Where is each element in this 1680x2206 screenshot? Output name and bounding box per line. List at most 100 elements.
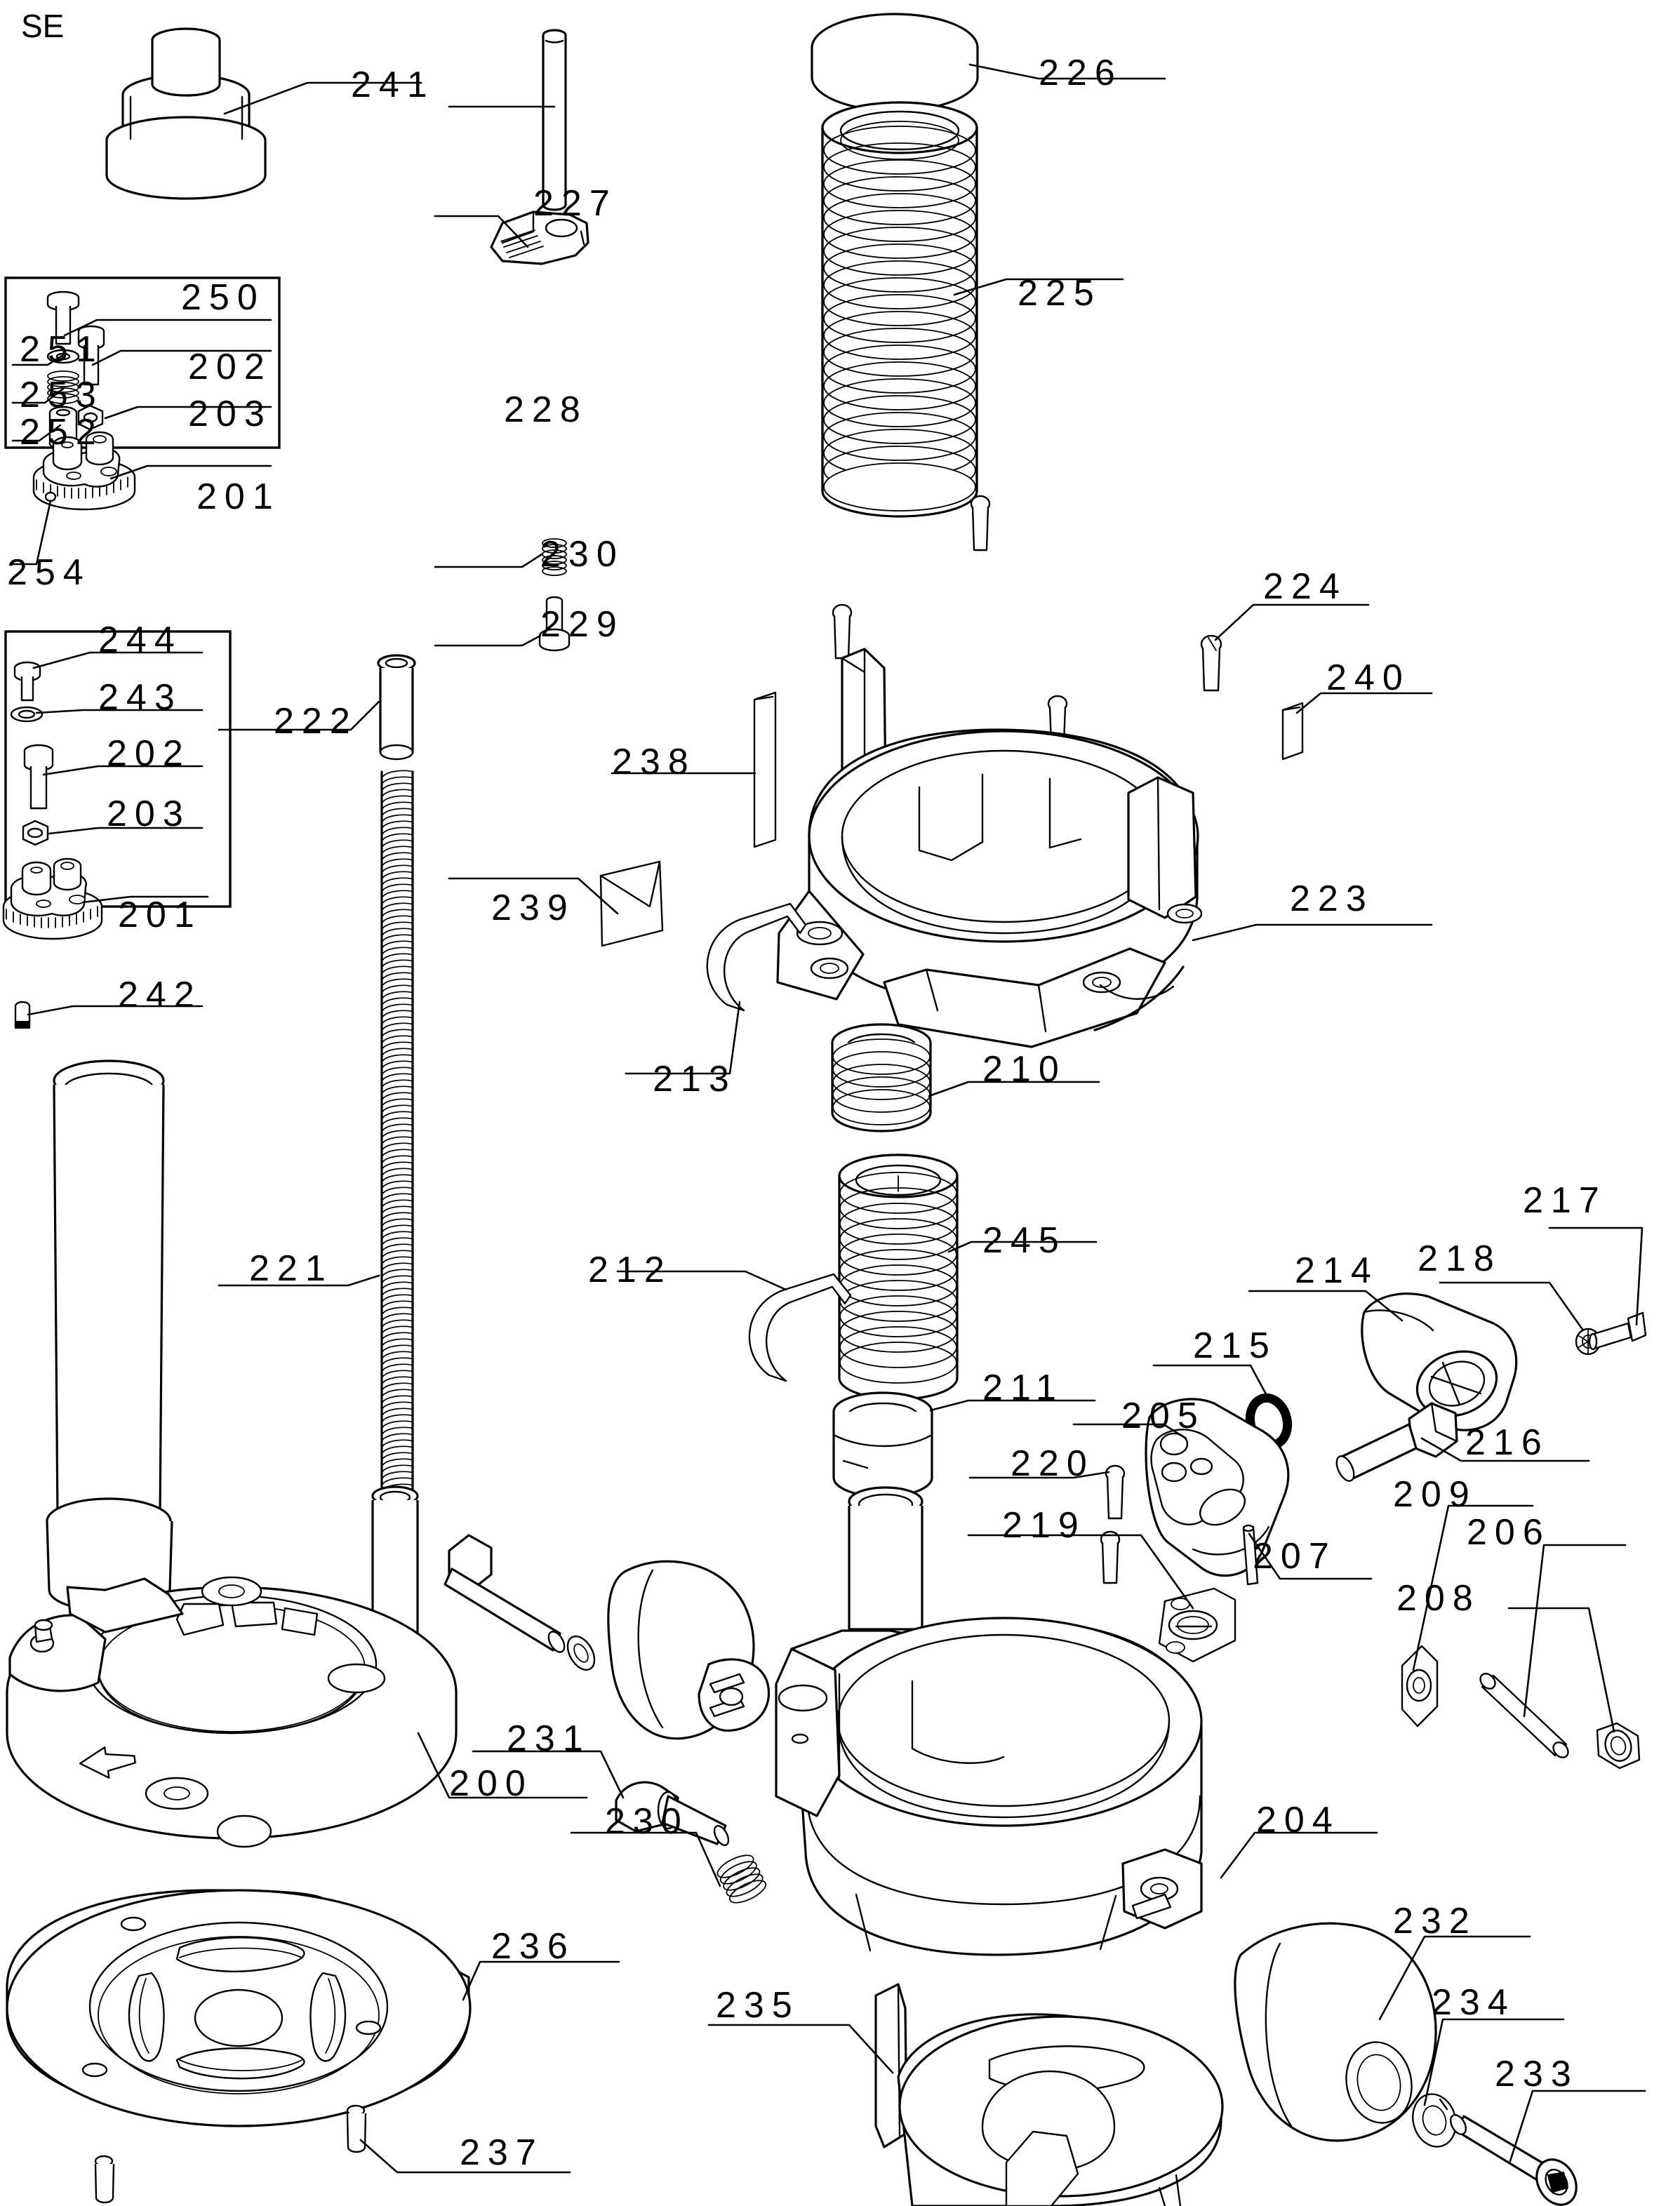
callout-201: 201 [118,895,202,935]
left-column-tube [53,1059,165,1517]
part-221-long-spring [380,770,414,1511]
part-223-motor-housing [776,648,1203,1048]
callout-203: 203 [107,794,191,834]
callout-207: 207 [1253,1536,1337,1577]
screw-a [970,495,991,552]
callout-220: 220 [1011,1443,1095,1484]
part-238-plate [753,691,777,848]
part-227-rod [542,29,567,211]
callout-253: 253 [20,375,104,415]
part-217-screw [1588,1311,1647,1351]
part-225-coil-spring [821,101,978,518]
callout-215: 215 [1193,1325,1277,1366]
screw-224 [1200,634,1222,692]
part-214-clamp-lever [1361,1292,1518,1431]
callout-244: 244 [98,620,182,660]
callout-240: 240 [1326,657,1411,698]
part-201-upper [32,431,136,511]
callout-212: 212 [588,1250,672,1290]
callout-224: 224 [1263,566,1347,607]
part-240-plate [1281,702,1304,761]
callout-226: 226 [1039,53,1123,93]
screw-cluster-upper [832,495,1304,761]
inset-panel-upper [4,276,281,449]
sheet-title: SE [21,8,65,44]
inset-lower-parts [2,661,103,1029]
callout-200: 200 [449,1763,533,1804]
callout-241: 241 [351,65,435,105]
callout-206: 206 [1467,1512,1551,1553]
callout-228: 228 [504,389,588,430]
callout-221: 221 [249,1248,333,1289]
callout-245: 245 [982,1220,1067,1261]
callout-250: 250 [181,277,265,318]
part-212-retaining-clip [748,1273,852,1382]
callout-230: 230 [540,534,625,575]
part-216-hex-bolt [1335,1402,1458,1482]
part-209-plate [1401,1645,1439,1727]
callout-231: 231 [507,1718,591,1759]
callout-229: 229 [540,604,625,645]
callout-242: 242 [118,975,202,1015]
part-229-shoulder-pin [538,596,571,652]
callout-230: 230 [605,1801,689,1842]
dome-handle-left [607,1560,771,1740]
callout-213: 213 [653,1059,737,1099]
part-241-template-guide [105,27,267,200]
callout-233: 233 [1495,2054,1579,2094]
part-201-lower [2,857,103,940]
callout-211: 211 [982,1368,1064,1408]
callout-236: 236 [491,1926,575,1967]
callout-239: 239 [491,888,575,928]
screw-b [832,603,853,660]
callout-201: 201 [196,476,281,517]
part-239-plate [599,860,664,947]
callout-202: 202 [188,347,272,387]
callout-235: 235 [716,1985,800,2026]
callout-217: 217 [1523,1180,1607,1221]
part-237-screws [94,2104,367,2204]
callout-214: 214 [1295,1250,1379,1291]
callout-219: 219 [1002,1505,1086,1546]
callout-204: 204 [1256,1800,1340,1840]
callout-252: 252 [20,412,104,453]
part-220-screws [1100,1464,1126,1584]
inset-upper-parts [32,290,136,511]
callout-205: 205 [1121,1396,1206,1436]
part-213-retaining-clip [706,902,807,1012]
callout-237: 237 [460,2132,544,2173]
callout-243: 243 [98,677,182,718]
part-226-cap [811,13,979,112]
callout-232: 232 [1393,1901,1477,1941]
part-208-hex-nut [1596,1722,1641,1770]
callout-209: 209 [1393,1474,1477,1515]
part-245-coil-spring [838,1154,959,1401]
inset-panel-lower [4,630,232,908]
part-231-depth-rod [615,1781,730,1846]
part-204-clamp-housing [775,1486,1203,1956]
callout-216: 216 [1465,1422,1549,1463]
part-211-bushing [832,1391,933,1498]
part-230-spring-lower [716,1854,767,1904]
callout-238: 238 [612,742,696,782]
part-236-sub-base [6,1889,472,2127]
part-235-chip-shield [874,1983,1224,2206]
callout-234: 234 [1432,1982,1516,2023]
part-232-knob [1234,1922,1437,2142]
callout-251: 251 [20,329,104,370]
leader-lines [11,63,1646,2174]
base-long-bolt [444,1534,596,1671]
part-200-base-plate [6,1485,458,1848]
callout-218: 218 [1418,1238,1502,1279]
callout-254: 254 [7,552,91,593]
callout-208: 208 [1396,1578,1481,1619]
callout-227: 227 [533,183,618,224]
callout-210: 210 [982,1049,1067,1090]
callout-203: 203 [188,394,272,434]
part-219-bracket [1158,1587,1236,1663]
callout-225: 225 [1018,273,1102,314]
part-234-lock-washer [1412,2093,1457,2148]
callout-202: 202 [107,733,191,774]
